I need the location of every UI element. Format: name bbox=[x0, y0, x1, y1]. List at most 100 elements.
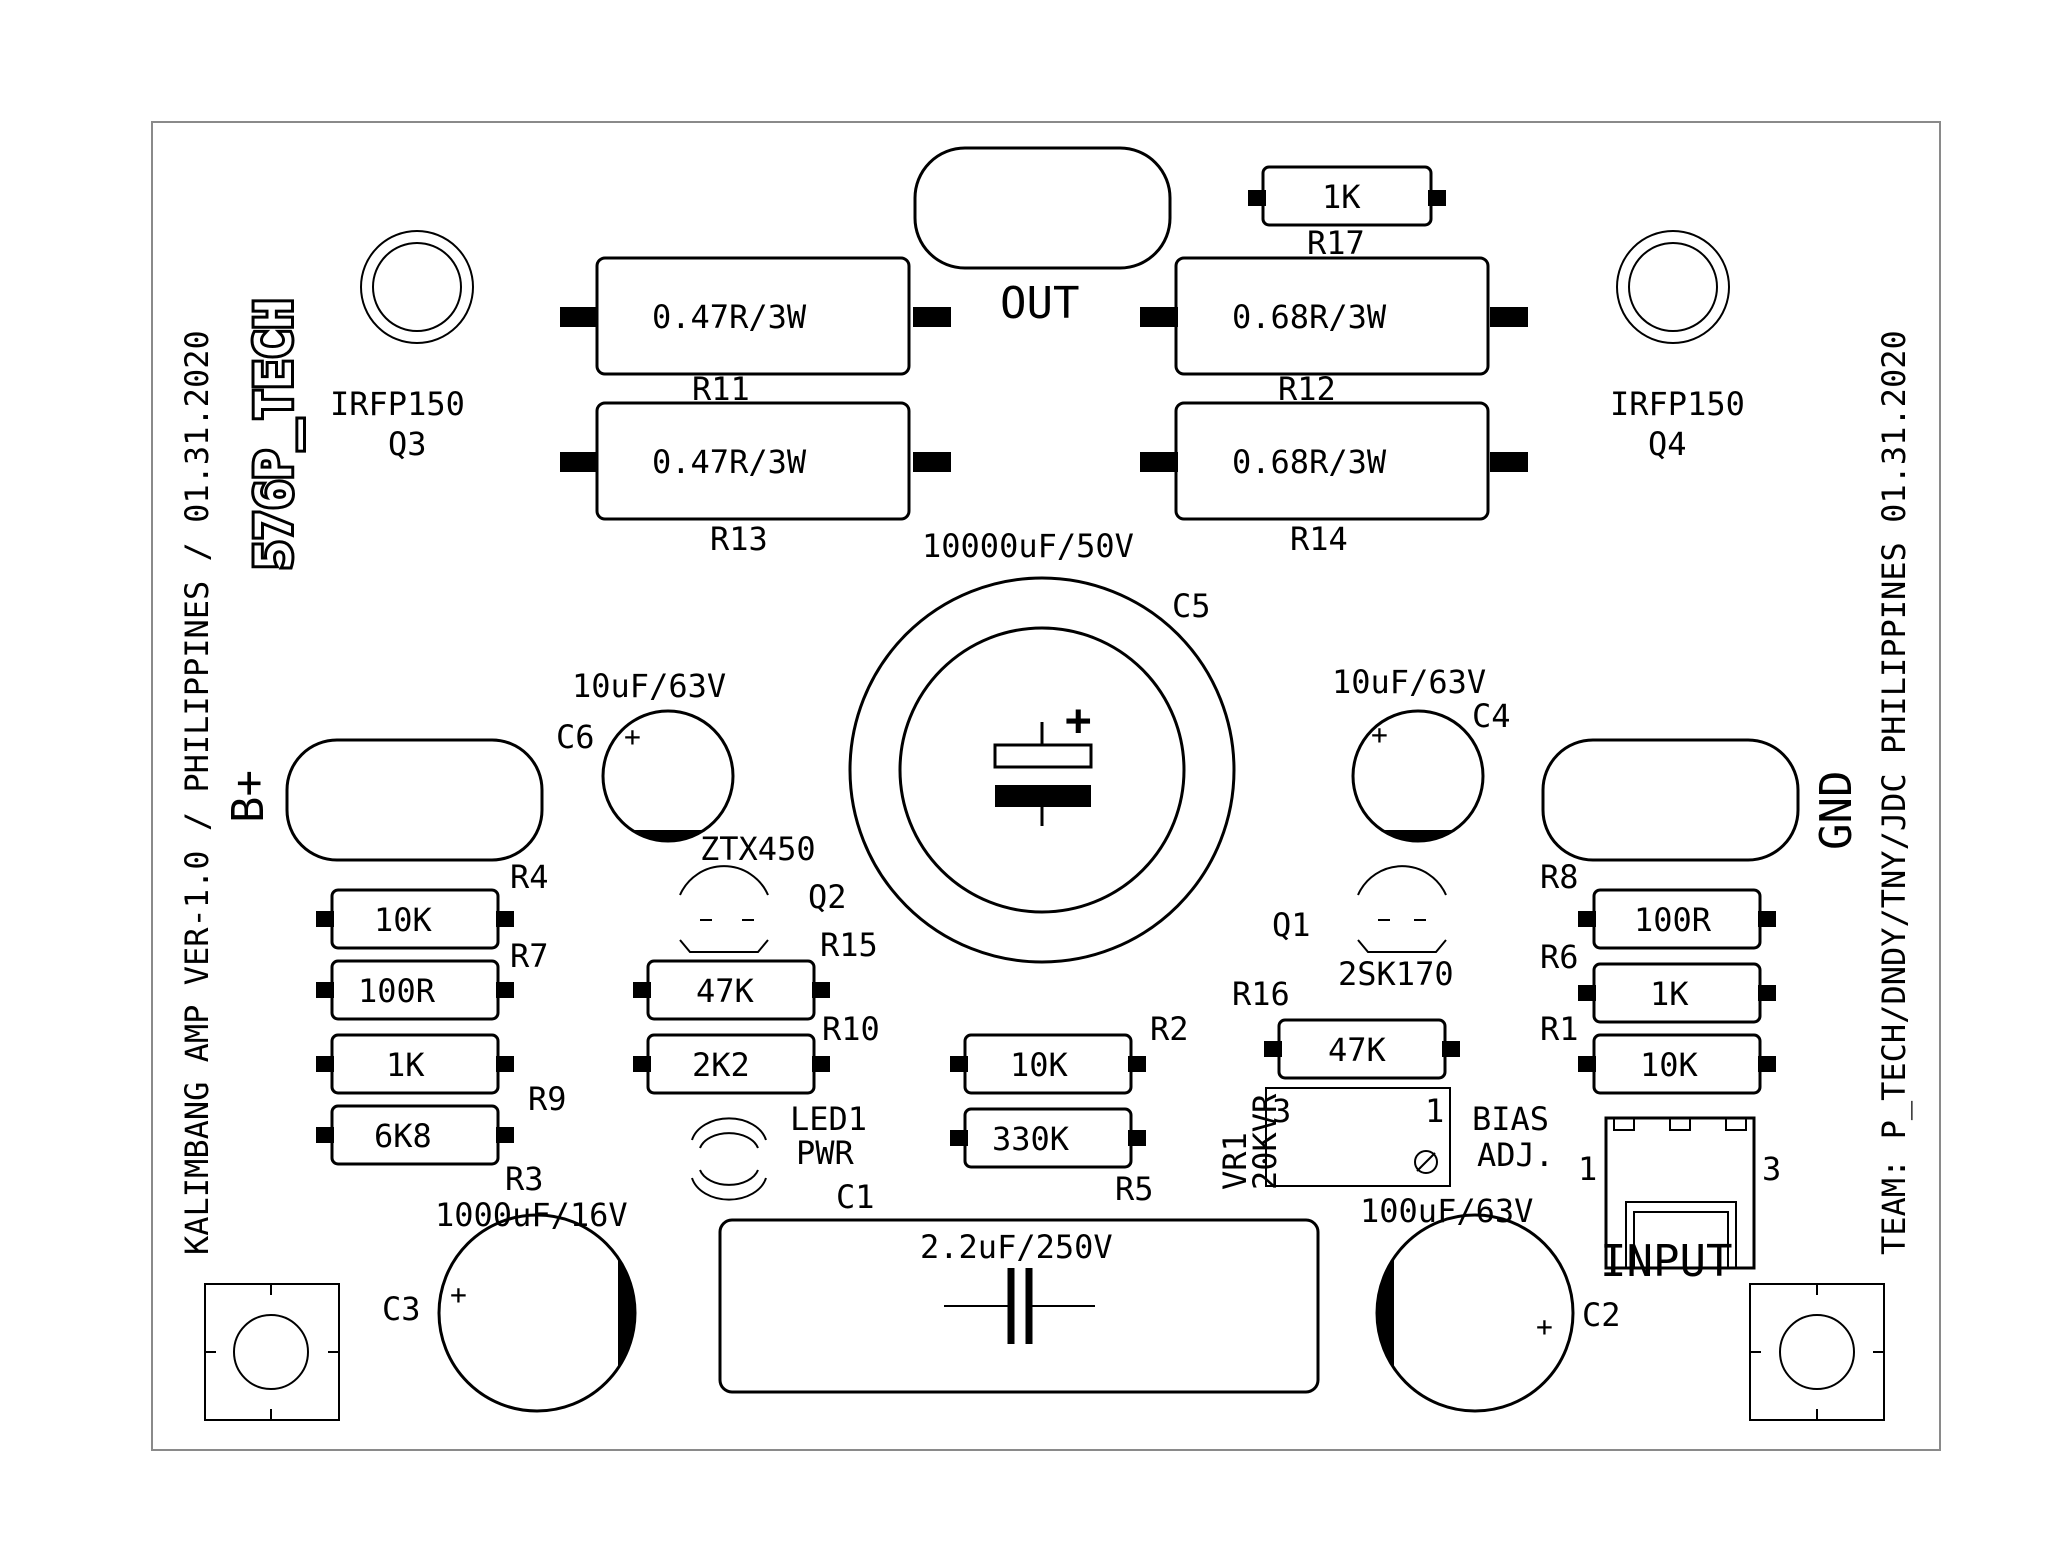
r16-value: 47K bbox=[1328, 1031, 1387, 1069]
r2-value: 10K bbox=[1010, 1046, 1069, 1084]
mounting-hole-q4 bbox=[1616, 230, 1730, 344]
gnd-pad[interactable] bbox=[1541, 738, 1800, 862]
q1-part: 2SK170 bbox=[1338, 955, 1454, 993]
c6-plus: + bbox=[624, 720, 641, 753]
c5-plus: + bbox=[1065, 695, 1092, 746]
mounting-pad-bottom-right bbox=[1749, 1283, 1885, 1421]
r7-value: 100R bbox=[358, 972, 436, 1010]
input-pin3: 3 bbox=[1762, 1150, 1781, 1188]
r6-ref: R6 bbox=[1540, 938, 1579, 976]
r14-value: 0.68R/3W bbox=[1232, 443, 1387, 481]
r6-value: 1K bbox=[1650, 975, 1689, 1013]
r16-ref: R16 bbox=[1232, 975, 1290, 1013]
c4-value: 10uF/63V bbox=[1332, 663, 1486, 701]
bias-line2: ADJ. bbox=[1477, 1136, 1554, 1174]
c1-value: 2.2uF/250V bbox=[920, 1228, 1113, 1266]
resistor-r7: 100R bbox=[316, 959, 514, 1021]
capacitor-c5: + bbox=[848, 576, 1236, 964]
r8-ref: R8 bbox=[1540, 858, 1579, 896]
mounting-pad-bottom-left bbox=[204, 1283, 340, 1421]
resistor-r4: 10K bbox=[316, 888, 514, 950]
input-label: INPUT bbox=[1600, 1236, 1732, 1287]
vr-pin1: 1 bbox=[1425, 1092, 1444, 1130]
resistor-r5: 330K bbox=[950, 1107, 1146, 1169]
r15-value: 47K bbox=[696, 972, 755, 1010]
mounting-hole-q3 bbox=[360, 230, 474, 344]
capacitor-c1: 2.2uF/250V bbox=[718, 1218, 1320, 1394]
resistor-r8: 100R bbox=[1578, 888, 1776, 950]
b-plus-label: B+ bbox=[223, 770, 274, 823]
r10-ref: R10 bbox=[822, 1010, 880, 1048]
resistor-r9: 1K bbox=[316, 1033, 514, 1095]
r10-value: 2K2 bbox=[692, 1046, 750, 1084]
input-pin1: 1 bbox=[1578, 1150, 1597, 1188]
c3-ref: C3 bbox=[382, 1290, 421, 1328]
r17-value: 1K bbox=[1322, 178, 1361, 216]
c2-value: 100uF/63V bbox=[1360, 1192, 1533, 1230]
q3-ref: Q3 bbox=[388, 425, 427, 463]
c4-ref: C4 bbox=[1472, 697, 1511, 735]
right-side-text: TEAM: P_TECH/DNDY/TNY/JDC PHILIPPINES 01… bbox=[1875, 330, 1913, 1255]
out-label: OUT bbox=[1000, 278, 1079, 329]
c1-ref: C1 bbox=[836, 1178, 875, 1216]
resistor-r16: 47K bbox=[1264, 1018, 1460, 1080]
r13-value: 0.47R/3W bbox=[652, 443, 807, 481]
vr-ref: VR1 bbox=[1216, 1132, 1254, 1190]
r7-ref: R7 bbox=[510, 937, 549, 975]
c5-value: 10000uF/50V bbox=[922, 527, 1134, 565]
led-label: PWR bbox=[796, 1134, 855, 1172]
transistor-q1 bbox=[1357, 865, 1447, 953]
resistor-r15: 47K bbox=[633, 959, 830, 1021]
r3-ref: R3 bbox=[505, 1160, 544, 1198]
led-symbol bbox=[691, 1117, 767, 1201]
q2-ref: Q2 bbox=[808, 878, 847, 916]
c2-plus: + bbox=[1536, 1310, 1553, 1343]
r8-value: 100R bbox=[1634, 901, 1712, 939]
r14-ref: R14 bbox=[1290, 520, 1348, 558]
resistor-r17: 1K bbox=[1248, 165, 1446, 227]
r5-ref: R5 bbox=[1115, 1170, 1154, 1208]
r13-ref: R13 bbox=[710, 520, 768, 558]
resistor-r14: 0.68R/3W bbox=[1140, 401, 1528, 521]
r9-ref: R9 bbox=[528, 1080, 567, 1118]
logo-text: 576P_TECH bbox=[245, 299, 303, 570]
transistor-q2 bbox=[679, 865, 769, 953]
capacitor-c4: + bbox=[1351, 709, 1485, 843]
logo: 576P_TECH bbox=[242, 296, 306, 573]
gnd-label: GND bbox=[1811, 771, 1862, 850]
c5-ref: C5 bbox=[1172, 587, 1211, 625]
r5-value: 330K bbox=[992, 1120, 1070, 1158]
q2-part: ZTX450 bbox=[700, 830, 816, 868]
q3-part: IRFP150 bbox=[330, 385, 465, 423]
r15-ref: R15 bbox=[820, 926, 878, 964]
q1-ref: Q1 bbox=[1272, 906, 1311, 944]
resistor-r2: 10K bbox=[950, 1033, 1146, 1095]
resistor-r12: 0.68R/3W bbox=[1140, 256, 1528, 376]
bias-line1: BIAS bbox=[1472, 1100, 1549, 1138]
c4-plus: + bbox=[1371, 718, 1388, 751]
led-ref: LED1 bbox=[790, 1100, 867, 1138]
r3-value: 6K8 bbox=[374, 1117, 432, 1155]
trimmer-vr1[interactable] bbox=[1265, 1087, 1451, 1187]
r1-ref: R1 bbox=[1540, 1010, 1579, 1048]
r17-ref: R17 bbox=[1307, 224, 1365, 262]
resistor-r13: 0.47R/3W bbox=[560, 401, 951, 521]
left-side-text: KALIMBANG AMP VER-1.0 / PHILIPPINES / 01… bbox=[178, 330, 216, 1255]
resistor-r11: 0.47R/3W bbox=[560, 256, 951, 376]
resistor-r1: 10K bbox=[1578, 1033, 1776, 1095]
capacitor-c2: + bbox=[1375, 1213, 1575, 1413]
capacitor-c6: + bbox=[601, 709, 735, 843]
r12-value: 0.68R/3W bbox=[1232, 298, 1387, 336]
resistor-r6: 1K bbox=[1578, 962, 1776, 1024]
input-connector[interactable] bbox=[1604, 1116, 1756, 1270]
r1-value: 10K bbox=[1640, 1046, 1699, 1084]
r4-ref: R4 bbox=[510, 858, 549, 896]
vr-pin3: 3 bbox=[1272, 1092, 1291, 1130]
q4-ref: Q4 bbox=[1648, 425, 1687, 463]
c3-plus: + bbox=[450, 1278, 467, 1311]
b-plus-pad[interactable] bbox=[285, 738, 544, 862]
capacitor-c3: + bbox=[437, 1213, 637, 1413]
out-pad[interactable] bbox=[913, 146, 1172, 270]
resistor-r3: 6K8 bbox=[316, 1104, 514, 1166]
